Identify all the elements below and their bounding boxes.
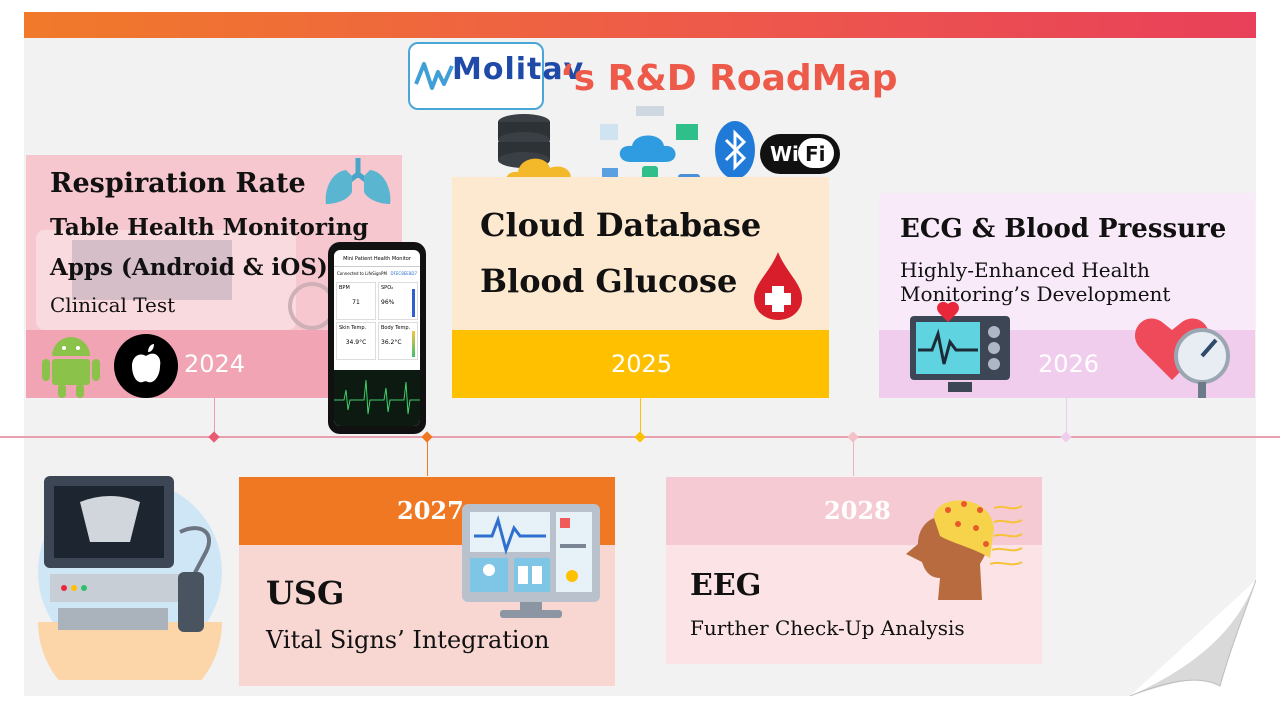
- timeline-stem-2025: [640, 398, 641, 436]
- detail-2024: Clinical Test: [50, 293, 176, 317]
- year-label-2026: 2026: [1038, 350, 1100, 378]
- year-label-2027: 2027: [397, 496, 464, 525]
- line1-2024: Table Health Monitoring: [50, 214, 369, 241]
- wifi-label-left: Wi: [770, 142, 799, 166]
- logo-wave-icon: [414, 62, 454, 90]
- tile-value: 34.9°C: [345, 339, 367, 346]
- heading-2027: USG: [266, 574, 345, 612]
- wifi-pill: [798, 138, 834, 168]
- line2-2026: Monitoring’s Development: [900, 282, 1171, 306]
- tile-label: Skin Temp.: [339, 325, 367, 331]
- line1-2027: Vital Signs’ Integration: [266, 626, 550, 654]
- vital-signs-dashboard-icon: [462, 504, 600, 618]
- wifi-label-right: Fi: [805, 142, 826, 166]
- year-band-2025: [452, 330, 829, 398]
- phone-ecg-waveform: [334, 370, 420, 426]
- heading-2026: ECG & Blood Pressure: [900, 214, 1227, 244]
- blood-drop-icon: [754, 252, 802, 320]
- year-label-2028: 2028: [824, 496, 891, 525]
- line1-2028: Further Check-Up Analysis: [690, 616, 965, 640]
- logo-frame: [408, 42, 544, 110]
- logo-text: Molitav: [452, 52, 585, 87]
- ecg-monitor-icon: [910, 302, 1010, 392]
- year-label-2025: 2025: [611, 350, 673, 378]
- top-accent-bar: [24, 12, 1256, 38]
- phone-device-id: DFEC8EE8D7: [390, 271, 417, 276]
- tile-label: BPM: [339, 285, 350, 291]
- device-photo-background: [36, 230, 336, 330]
- heading-2025: Cloud Database: [480, 206, 762, 244]
- timeline-stem-2028: [853, 438, 854, 476]
- bluetooth-icon: [715, 121, 755, 179]
- heading-2024: Respiration Rate: [50, 168, 306, 199]
- ultrasound-machine-icon: [38, 476, 222, 680]
- timeline-stem-2024: [214, 398, 215, 436]
- tile-label: Body Temp.: [381, 325, 411, 331]
- line1-2026: Highly-Enhanced Health: [900, 258, 1150, 282]
- phone-screen: Mini Patient Health Monitor Connected to…: [334, 250, 420, 426]
- tile-value: 36.2°C: [381, 339, 402, 346]
- android-icon: [42, 337, 100, 398]
- page-title: ‘s R&D RoadMap: [560, 58, 898, 99]
- apple-icon: [114, 334, 178, 398]
- tile-label: SPO₂: [381, 285, 394, 291]
- eeg-head-icon: [906, 500, 1023, 600]
- timeline-stem-2026: [1066, 398, 1067, 436]
- line1-2025: Blood Glucose: [480, 262, 738, 300]
- heading-2028: EEG: [690, 568, 762, 603]
- tile-value: 71: [352, 299, 360, 306]
- timeline-stem-2027: [427, 438, 428, 476]
- phone-app-title: Mini Patient Health Monitor: [334, 250, 420, 267]
- line2-2024: Apps (Android & iOS),: [50, 254, 336, 281]
- phone-status: Connected to LifeSignPM: [337, 271, 387, 276]
- page-curl-decoration: [1130, 580, 1256, 696]
- year-label-2024: 2024: [184, 350, 246, 378]
- heart-gauge-icon: [1135, 318, 1230, 398]
- lungs-icon: [325, 158, 391, 204]
- tile-value: 96%: [381, 299, 395, 306]
